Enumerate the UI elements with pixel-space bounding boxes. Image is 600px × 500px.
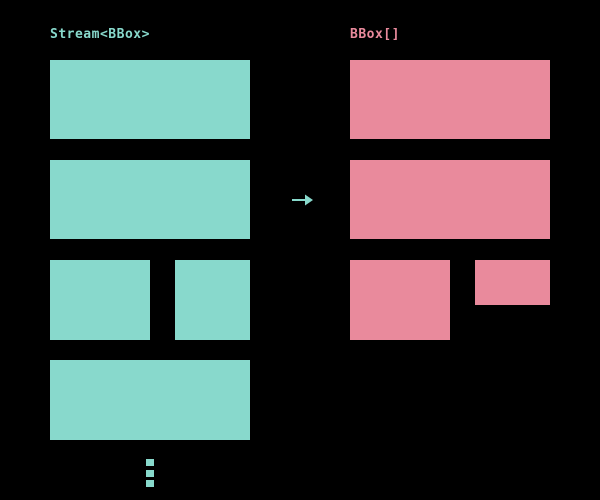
ellipsis-dot — [146, 480, 154, 487]
bbox-box — [350, 260, 450, 340]
bbox-box — [350, 160, 550, 239]
stream-box — [50, 260, 150, 340]
ellipsis-dot — [146, 459, 154, 466]
left-column-label: Stream<BBox> — [50, 27, 150, 42]
stream-box — [50, 60, 250, 139]
right-column-label: BBox[] — [350, 27, 400, 42]
bbox-box — [475, 260, 550, 305]
stream-box — [175, 260, 250, 340]
ellipsis-dot — [146, 469, 154, 477]
arrow-right-icon — [292, 194, 313, 206]
vertical-ellipsis-icon — [146, 459, 154, 487]
stream-box — [50, 160, 250, 239]
bbox-box — [350, 60, 550, 139]
stream-box — [50, 360, 250, 440]
